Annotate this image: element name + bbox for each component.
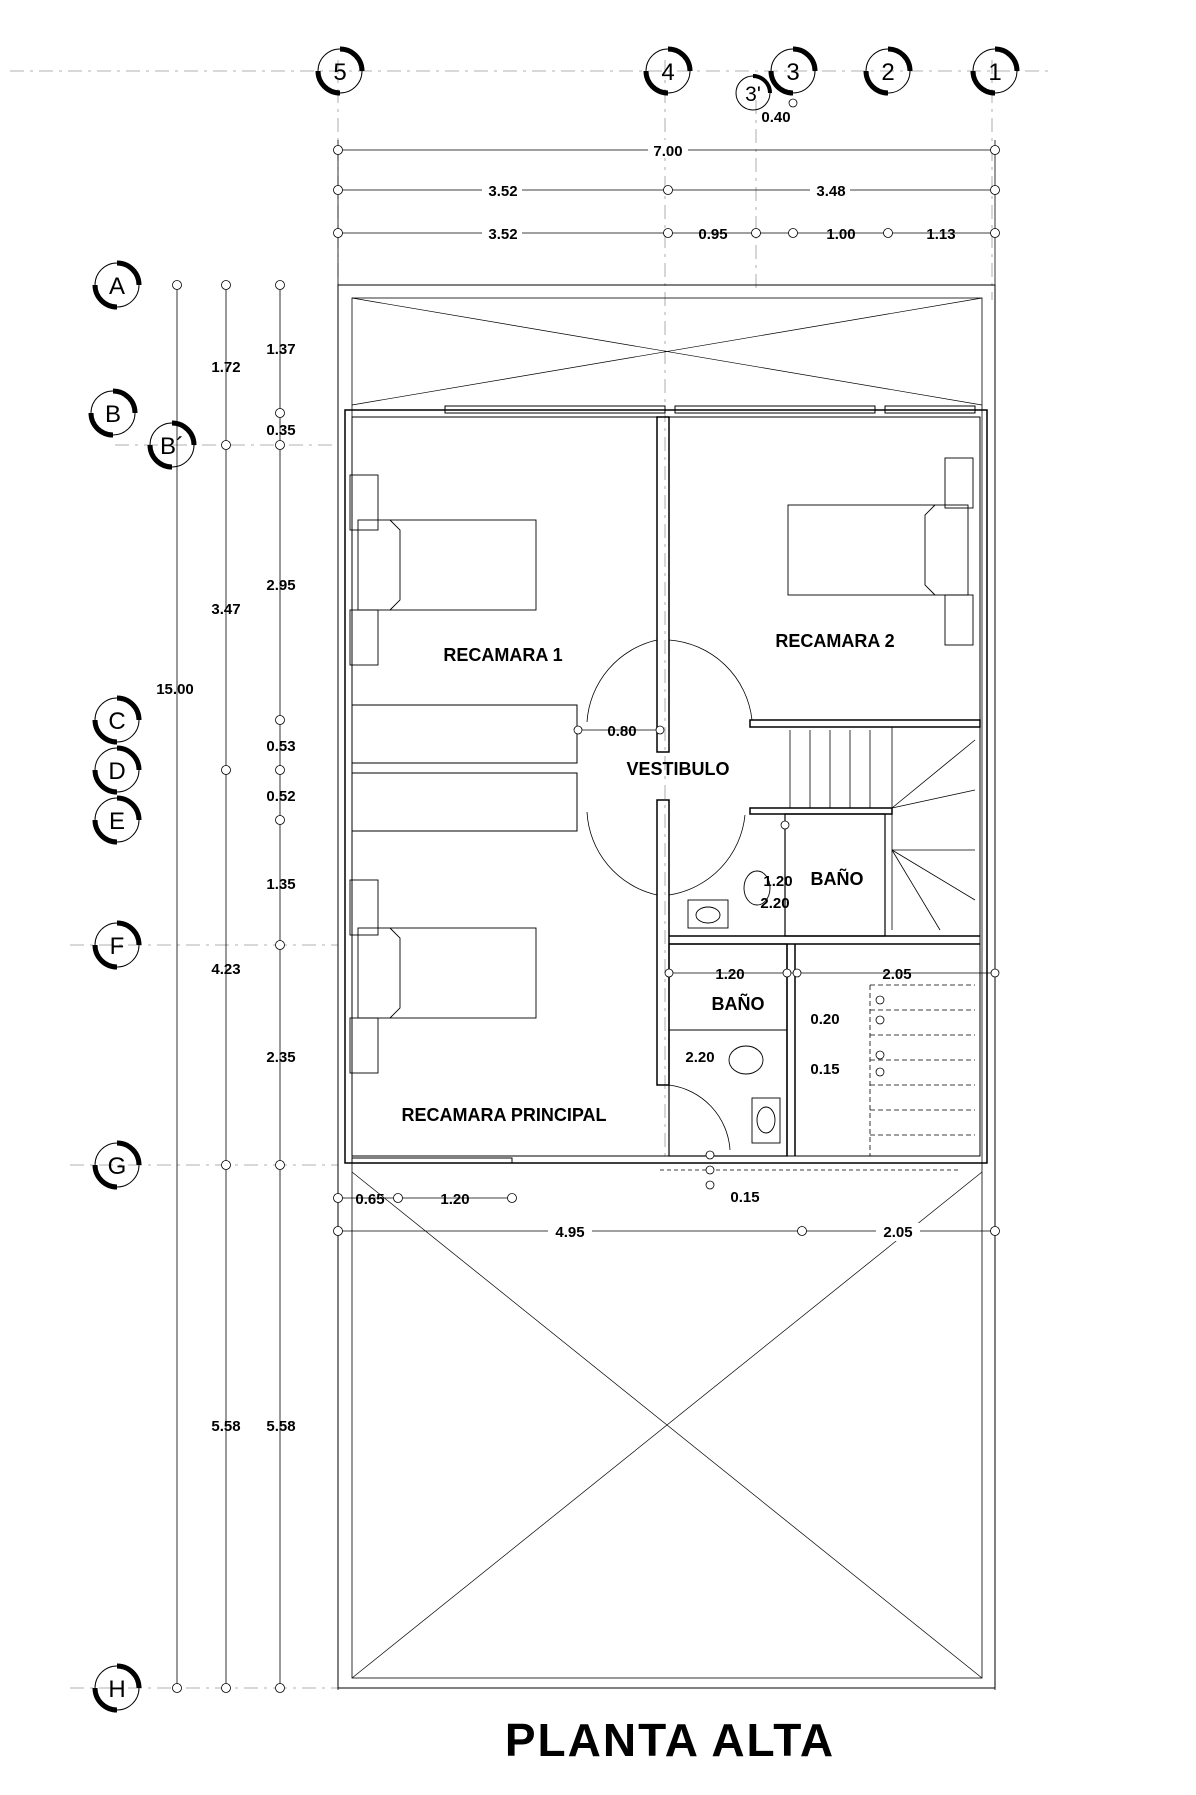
axis-label-4: 4 [661,59,674,86]
axis-label-B: B [105,401,121,428]
dim-left-0-35: 0.35 [266,422,295,439]
dim-bottom-gap: 0.15 [730,1189,759,1206]
axis-bubble-G: G [92,1140,142,1190]
dim-bano2-height: 2.20 [685,1049,714,1066]
drawing-title: PLANTA ALTA [505,1714,835,1766]
building-outline [337,284,996,1689]
axis-bubble-B-prime: B´ [147,420,197,470]
axis-label-C: C [108,708,125,735]
dim-bottom-2-05: 2.05 [883,1224,912,1241]
interior-dimension-marks [573,725,1000,1190]
axis-bubble-E: E [92,795,142,845]
dim-bano1-width: 1.20 [763,873,792,890]
axis-label-E: E [109,808,125,835]
axis-label-H: H [108,1676,125,1703]
dim-bano2-stair: 2.05 [882,966,911,983]
room-label-recamara-1: RECAMARA 1 [443,645,562,665]
axis-bubble-1: 1 [970,46,1020,96]
room-label-bano-upper: BAÑO [811,868,864,889]
dim-left-5-58-a: 5.58 [211,1418,240,1435]
dim-left-1-37: 1.37 [266,341,295,358]
room-label-recamara-principal: RECAMARA PRINCIPAL [402,1105,607,1125]
stair [789,727,976,1156]
top-dimension-lines [333,98,1000,1690]
axis-guide-lines [10,60,1050,1689]
axis-bubble-F: F [92,920,142,970]
axis-bubble-3: 3 [768,46,818,96]
dim-left-1-72: 1.72 [211,359,240,376]
dim-left-4-23: 4.23 [211,961,240,978]
axis-bubble-4: 4 [643,46,693,96]
axis-label-2: 2 [881,59,894,86]
dim-left-3-47: 3.47 [211,601,240,618]
left-dimension-lines [172,280,285,1693]
dim-bano2-width: 1.20 [715,966,744,983]
dim-bottom-0-65: 0.65 [355,1191,384,1208]
dim-left-1-35: 1.35 [266,876,295,893]
axis-label-G: G [108,1153,127,1180]
dim-step-020: 0.20 [810,1011,839,1028]
dim-row3-b: 0.95 [698,226,727,243]
furniture [349,457,974,1144]
axis-label-1: 1 [988,59,1001,86]
axis-label-5: 5 [333,59,346,86]
room-label-vestibulo: VESTIBULO [626,759,729,779]
dim-left-2-95: 2.95 [266,577,295,594]
dim-total-length: 15.00 [156,681,194,698]
dim-left-0-52: 0.52 [266,788,295,805]
axis-bubble-A: A [92,260,142,310]
axis-bubble-H: H [92,1663,142,1713]
dim-row2-a: 3.52 [488,183,517,200]
dim-040: 0.40 [761,109,790,126]
axis-bubble-B: B [88,388,138,438]
dim-left-2-35: 2.35 [266,1049,295,1066]
axis-label-3-prime: 3' [745,83,761,106]
dim-row3-a: 3.52 [488,226,517,243]
dim-step-015: 0.15 [810,1061,839,1078]
axis-label-F: F [110,933,125,960]
dim-bano1-height: 2.20 [760,895,789,912]
axis-bubble-5: 5 [315,46,365,96]
dim-left-5-58-b: 5.58 [266,1418,295,1435]
dim-row3-d: 1.13 [926,226,955,243]
dim-row2-b: 3.48 [816,183,845,200]
room-label-bano-lower: BAÑO [712,993,765,1014]
dim-bottom-4-95: 4.95 [555,1224,584,1241]
dim-bottom-1-20: 1.20 [440,1191,469,1208]
axis-bubble-2: 2 [863,46,913,96]
axis-bubble-D: D [92,745,142,795]
dim-row3-c: 1.00 [826,226,855,243]
walls [344,405,988,1171]
axis-bubble-C: C [92,695,142,745]
dim-vestibulo-door: 0.80 [607,723,636,740]
axis-label-B-prime: B´ [160,433,184,460]
door-swings [586,639,753,1151]
dim-left-0-53: 0.53 [266,738,295,755]
axis-label-A: A [109,273,125,300]
axis-label-3: 3 [786,59,799,86]
room-label-recamara-2: RECAMARA 2 [775,631,894,651]
axis-label-D: D [108,758,125,785]
axis-bubble-3-prime: 3' [735,74,772,111]
dim-total-width: 7.00 [653,143,682,160]
